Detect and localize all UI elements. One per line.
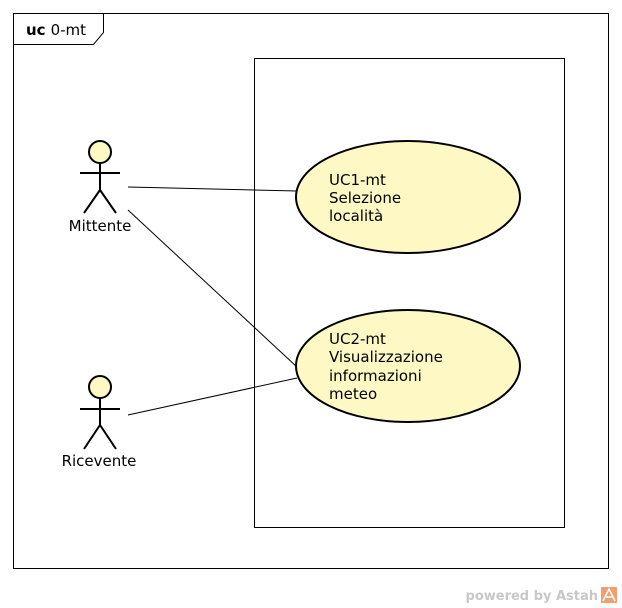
astah-logo-glyph	[602, 587, 616, 602]
actor-ricevente-right-leg	[99, 424, 117, 450]
actor-mittente-label: Mittente	[69, 217, 132, 235]
actor-mittente: Mittente	[69, 140, 132, 235]
use-case-uc1-line: località	[329, 207, 383, 225]
use-case-uc1-line: UC1-mt	[329, 171, 386, 189]
actor-mittente-head	[88, 140, 112, 164]
association-mittente-uc2	[127, 209, 298, 368]
frame-title: uc 0-mt	[26, 21, 86, 39]
actor-ricevente-head	[88, 375, 112, 399]
actor-mittente-left-leg	[83, 189, 101, 214]
use-case-uc1: UC1-mt Selezione località	[295, 140, 521, 254]
system-boundary	[254, 58, 565, 528]
use-case-uc2-text: UC2-mt Visualizzazione informazioni mete…	[329, 330, 448, 403]
use-case-uc2-line: UC2-mt	[329, 330, 386, 348]
watermark-text: powered by Astah	[466, 589, 598, 604]
use-case-uc2-line: meteo	[329, 385, 377, 403]
frame-name: 0-mt	[51, 21, 87, 39]
use-case-uc2-line: Visualizzazione	[329, 348, 443, 366]
use-case-uc2-line: informazioni	[329, 367, 422, 385]
frame-keyword: uc	[26, 21, 46, 39]
actor-ricevente-left-leg	[83, 424, 101, 450]
use-case-uc1-ellipse	[295, 140, 521, 254]
use-case-uc2-ellipse	[295, 309, 521, 423]
use-case-uc1-text: UC1-mt Selezione località	[329, 171, 406, 225]
association-ricevente-uc2	[127, 377, 298, 416]
use-case-uc1-line: Selezione	[329, 189, 401, 207]
astah-logo-icon	[601, 587, 617, 603]
actor-ricevente-label: Ricevente	[62, 452, 137, 470]
astah-logo-box	[601, 587, 617, 603]
frame-tab	[13, 13, 104, 45]
use-case-uc2: UC2-mt Visualizzazione informazioni mete…	[295, 309, 521, 423]
actor-mittente-right-leg	[99, 189, 117, 214]
association-mittente-uc1	[127, 186, 298, 192]
actor-ricevente: Ricevente	[62, 375, 137, 470]
